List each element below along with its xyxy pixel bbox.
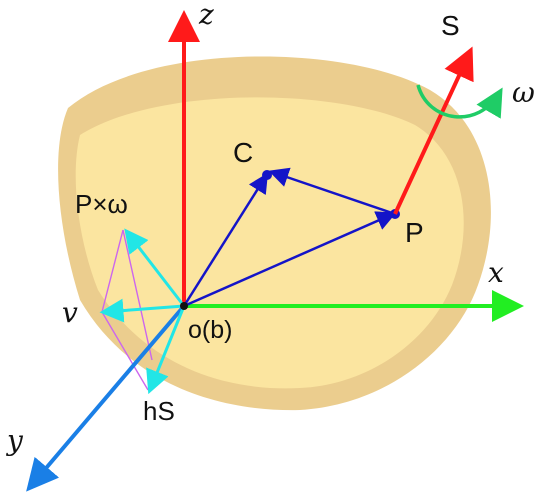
label-z: z xyxy=(198,0,214,31)
vector-v xyxy=(99,298,185,323)
label-x: x xyxy=(488,256,504,289)
body-face xyxy=(75,97,464,389)
vector-P-to-C xyxy=(268,167,396,216)
vector-hS xyxy=(146,305,186,395)
label-P: P xyxy=(405,217,424,248)
spin-axis-arrow xyxy=(393,46,474,215)
label-C: C xyxy=(233,137,253,168)
vector-P-cross-omega xyxy=(124,228,186,307)
label-origin: o(b) xyxy=(188,316,232,344)
vector-o-to-C xyxy=(182,172,269,307)
vector-o-to-P xyxy=(183,211,397,308)
y-axis-arrow xyxy=(26,304,186,492)
label-P-cross-omega: P×ω xyxy=(75,189,128,219)
label-y: y xyxy=(5,424,24,457)
origin-point xyxy=(180,302,188,310)
rotation-arrow xyxy=(416,84,503,119)
label-omega: ω xyxy=(512,76,535,109)
point-C xyxy=(262,170,272,180)
label-S: S xyxy=(441,10,460,41)
label-hS: hS xyxy=(143,396,175,426)
label-v: v xyxy=(62,296,78,329)
